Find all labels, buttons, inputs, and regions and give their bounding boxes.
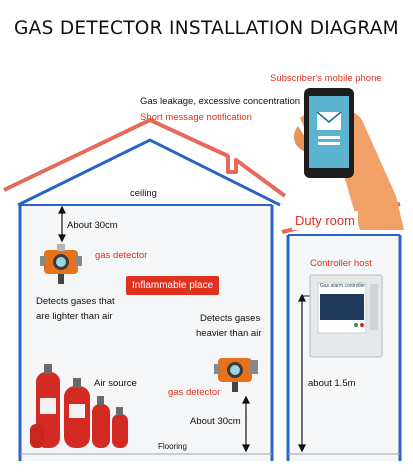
duty-room-title: Duty room [292, 211, 358, 230]
arrow-icon [242, 395, 250, 453]
gas-detector-icon [214, 358, 258, 392]
detector-label-top: gas detector [95, 250, 148, 261]
gas-detector-icon [40, 244, 82, 284]
alert-line-1: Gas leakage, excessive concentration [140, 96, 301, 107]
top-distance-label: About 30cm [67, 220, 118, 231]
gas-cylinder-icon [30, 424, 44, 448]
ceiling-label: ceiling [130, 188, 157, 199]
email-icon [316, 111, 342, 145]
phone-label: Subscriber's mobile phone [270, 73, 382, 84]
roof-outer [3, 118, 287, 198]
arrow-icon [58, 205, 66, 243]
controller-icon [309, 274, 383, 358]
controller-label: Controller host [310, 258, 372, 269]
roof-inner [17, 138, 281, 207]
light-gas-text-2: are lighter than air [36, 311, 113, 322]
gas-cylinder-icon [64, 378, 90, 448]
alert-line-2: Short message notification [140, 112, 252, 123]
flooring-label: Flooring [158, 442, 187, 451]
air-source-label: Air source [94, 378, 137, 389]
controller-screen-text: Gas alarm controller [320, 283, 366, 289]
heavy-gas-text-2: heavier than air [196, 328, 262, 339]
phone-icon [304, 88, 354, 178]
heavy-gas-text-1: Detects gases [200, 313, 261, 324]
gas-cylinder-icon [112, 407, 128, 448]
bottom-distance-label: About 30cm [190, 416, 241, 427]
duty-height-label: about 1.5m [308, 378, 356, 389]
arrow-icon [298, 293, 306, 453]
inflammable-place-badge: Inflammable place [126, 276, 220, 295]
detector-label-bottom: gas detector [168, 387, 221, 398]
gas-cylinder-icon [92, 396, 110, 448]
page-title: GAS DETECTOR INSTALLATION DIAGRAM [14, 18, 399, 39]
light-gas-text-1: Detects gases that [36, 296, 115, 307]
